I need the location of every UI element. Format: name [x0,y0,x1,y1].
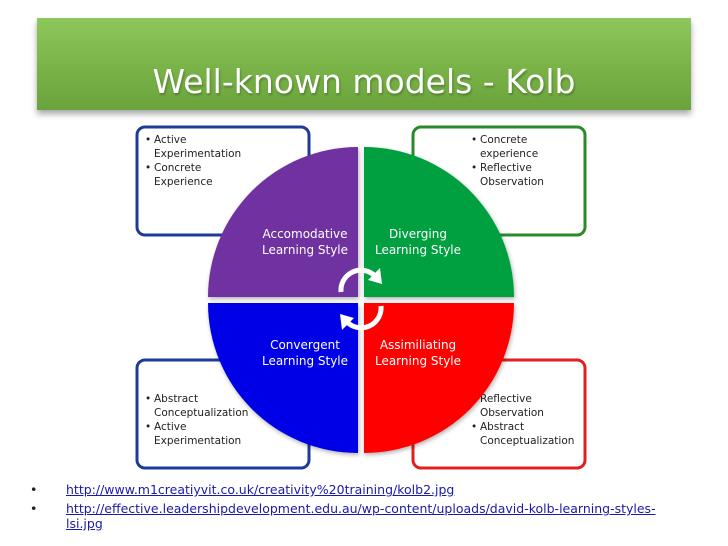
bullet: • [30,482,38,497]
box-bottom-left-item-1: Abstract Conceptualization [145,392,303,420]
quadrant-label-convergent: Convergent [270,338,340,352]
quadrant-label-diverging: Diverging [389,227,447,241]
quadrant-sublabel-convergent: Learning Style [262,354,348,368]
quadrant-assimiliating [364,303,514,453]
arrow-arc-bottom [345,305,384,331]
quadrant-accomodative [208,147,358,297]
box-top-left-items: Active Experimentation Concrete Experien… [137,127,309,189]
title-banner: Well-known models - Kolb [37,18,691,110]
box-top-right-items: Concrete experience Reflective Observati… [413,127,585,189]
quadrant-sublabel-assimiliating: Learning Style [375,354,461,368]
box-top-right-item-1: Concrete experience [471,133,579,161]
reference-links: • http://www.m1creatiyvit.co.uk/creativi… [30,482,690,535]
box-bottom-right-item-2: Abstract Conceptualization [471,420,579,448]
quadrant-label-assimiliating: Assimiliating [380,338,456,352]
reference-link-2[interactable]: http://effective.leadershipdevelopment.e… [66,501,656,531]
box-borders [135,125,587,470]
arrow-head-top [368,268,382,284]
quadrant-label-accomodative: Accomodative [262,227,347,241]
arrow-head-bottom [340,314,354,330]
quadrant-diverging [364,147,514,297]
slide-title: Well-known models - Kolb [152,62,576,101]
reference-link-1[interactable]: http://www.m1creatiyvit.co.uk/creativity… [66,482,455,497]
box-bottom-left-items: Abstract Conceptualization Active Experi… [137,360,309,448]
box-top-left-item-1: Active Experimentation [145,133,303,161]
quadrant-labels: Accomodative Learning Style Diverging Le… [262,227,461,368]
link-item: • http://effective.leadershipdevelopment… [30,501,690,531]
circular-arrows-icon [338,267,384,331]
box-bottom-left-item-2: Active Experimentation [145,420,303,448]
box-bottom-right-items: Reflective Observation Abstract Conceptu… [413,360,585,448]
box-top-left-item-2: Concrete Experience [145,161,303,189]
quadrant-convergent [208,303,358,453]
bullet: • [30,501,38,516]
quadrant-sublabel-accomodative: Learning Style [262,243,348,257]
quadrants [208,147,514,453]
quadrant-sublabel-diverging: Learning Style [375,243,461,257]
arrow-arc-top [338,267,377,293]
link-item: • http://www.m1creatiyvit.co.uk/creativi… [30,482,690,497]
box-top-right-item-2: Reflective Observation [471,161,579,189]
